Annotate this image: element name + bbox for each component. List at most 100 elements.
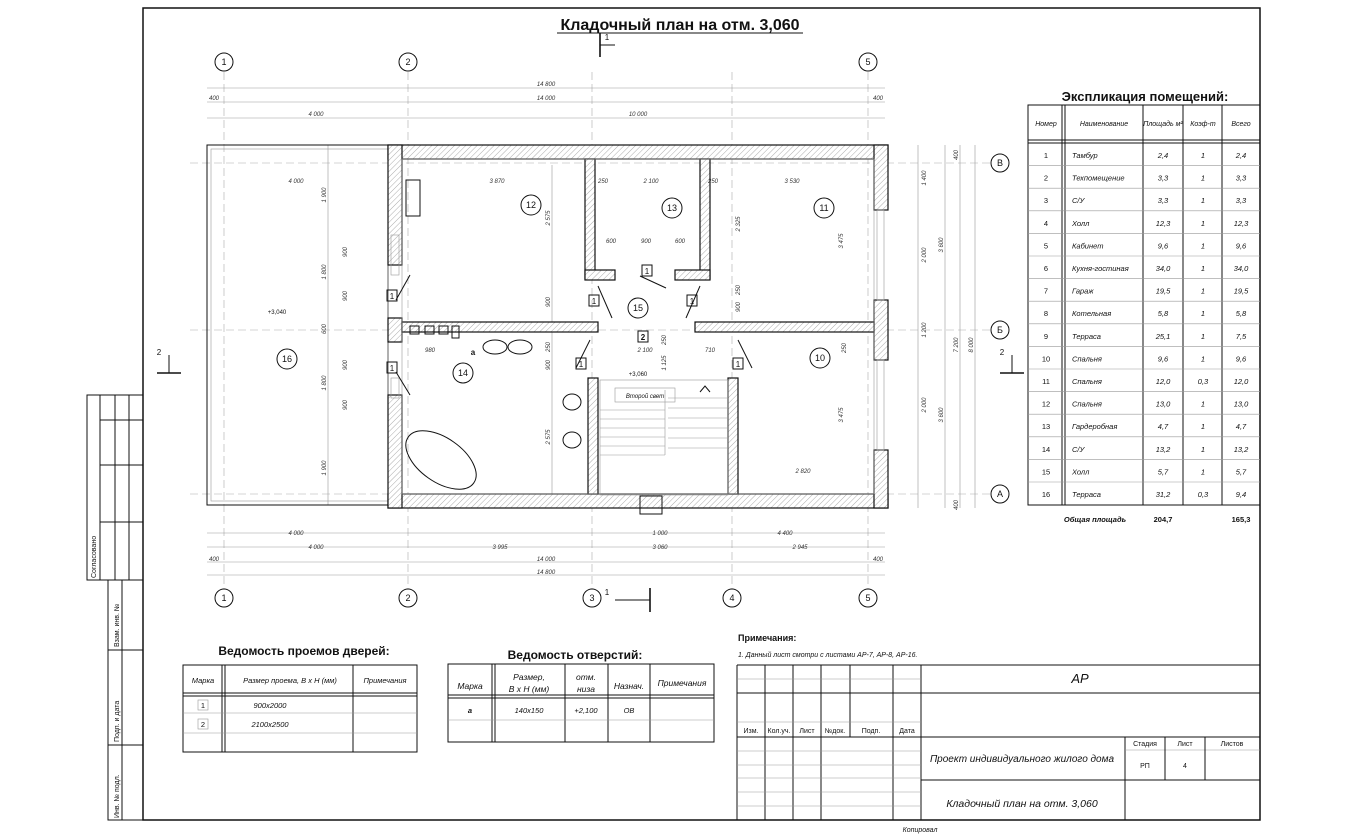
axis-label: Б [997, 325, 1003, 335]
dimension-label: 980 [425, 348, 436, 354]
wall [873, 299, 889, 361]
table-cell: 1 [1201, 287, 1205, 296]
dimension-label: 1 900 [322, 187, 328, 203]
dimension-label: 710 [705, 348, 716, 354]
table-cell: 9,6 [1158, 241, 1169, 250]
table-cell: 13,0 [1156, 400, 1171, 409]
wall [699, 158, 711, 280]
total-sum: 165,3 [1232, 515, 1251, 524]
stair-well [599, 379, 729, 496]
window [876, 359, 885, 451]
axis-label: 5 [865, 593, 870, 603]
wall [387, 493, 889, 509]
table-cell: 4,7 [1236, 422, 1247, 431]
dimension-label: 14 800 [537, 570, 556, 576]
doors-title: Ведомость проемов дверей: [218, 644, 389, 658]
dimension-label: 4 400 [777, 531, 793, 537]
axis-label: А [997, 489, 1003, 499]
sheet-title: Кладочный план на отм. 3,060 [946, 798, 1098, 810]
wall [587, 377, 599, 495]
dimension-label: 900 [546, 296, 552, 307]
dimension-label: 900 [343, 399, 349, 410]
wall [694, 321, 875, 333]
door-mark: 1 [390, 292, 395, 301]
table-cell: 1 [1044, 151, 1048, 160]
wall [401, 321, 599, 333]
dimension-label: 3 600 [939, 407, 945, 423]
wall [873, 449, 889, 509]
dimension-label: 4 000 [308, 545, 324, 551]
axis-label: 1 [221, 57, 226, 67]
door-mark: 1 [736, 360, 741, 369]
table-cell: 2,4 [1235, 151, 1246, 160]
room-number: 10 [815, 353, 825, 363]
dimension-label: 3 995 [492, 545, 508, 551]
door-mark-box [197, 718, 209, 730]
axis-bubble [990, 320, 1010, 340]
table-cell: 9,6 [1158, 354, 1169, 363]
table-cell: С/У [1072, 445, 1086, 454]
table-cell: 16 [1042, 490, 1050, 499]
wall [584, 158, 596, 280]
sink [482, 339, 508, 355]
dimension-label: 900 [546, 359, 552, 370]
bathtub [405, 430, 477, 490]
table-cell: 3,3 [1158, 174, 1169, 183]
dimension-label: 900 [641, 239, 652, 245]
axis-label: 5 [865, 57, 870, 67]
ventilation-duct [438, 325, 449, 335]
table-cell: а [468, 706, 472, 715]
table-cell: 1 [1201, 219, 1205, 228]
section-label: 1 [605, 588, 610, 597]
table-cell: 31,2 [1156, 490, 1171, 499]
second-light-label: Второй свет [626, 393, 664, 400]
dimension-label: 2 945 [791, 545, 808, 551]
table-cell: Спальня [1072, 354, 1102, 363]
axis-bubble [858, 52, 878, 72]
dimension-label: 2 000 [922, 247, 928, 264]
axis-label: 4 [729, 593, 734, 603]
axis-bubble [990, 484, 1010, 504]
project-name: Проект индивидуального жилого дома [930, 754, 1115, 765]
table-cell: 13 [1042, 422, 1050, 431]
column-header: Марка [457, 681, 483, 691]
replace-inv-label: Взам. инв. № [114, 604, 121, 647]
table-cell: Тамбур [1072, 151, 1098, 160]
dimension-label: 1 125 [662, 355, 668, 371]
door-mark: 2 [641, 333, 646, 342]
table-cell: 1 [1201, 354, 1205, 363]
door-leaf [575, 339, 591, 369]
agreed-label: Согласовано [91, 536, 98, 578]
table-cell: 1 [1201, 309, 1205, 318]
door-mark: 2 [201, 720, 205, 729]
dimension-label: 1 400 [922, 170, 928, 186]
door-leaf [685, 285, 701, 319]
table-cell: 1 [1201, 467, 1205, 476]
table-cell: 12,0 [1234, 377, 1249, 386]
door-leaf [639, 275, 667, 289]
insulation-line [401, 158, 875, 495]
section-label: 2 [1000, 348, 1005, 357]
dimension-label: 600 [675, 239, 686, 245]
axis-label: 2 [405, 57, 410, 67]
table-cell: 19,5 [1234, 287, 1249, 296]
table-cell: 12,0 [1156, 377, 1171, 386]
table-cell: 4,7 [1158, 422, 1169, 431]
table-cell: Холл [1071, 219, 1090, 228]
door-mark: 1 [592, 297, 597, 306]
dimension-label: 900 [343, 359, 349, 370]
wall [387, 317, 403, 343]
table-cell: 6 [1044, 264, 1048, 273]
table-cell: 5 [1044, 241, 1048, 250]
stamp-column-label: Изм. [744, 728, 759, 735]
table-cell: 3 [1044, 196, 1048, 205]
